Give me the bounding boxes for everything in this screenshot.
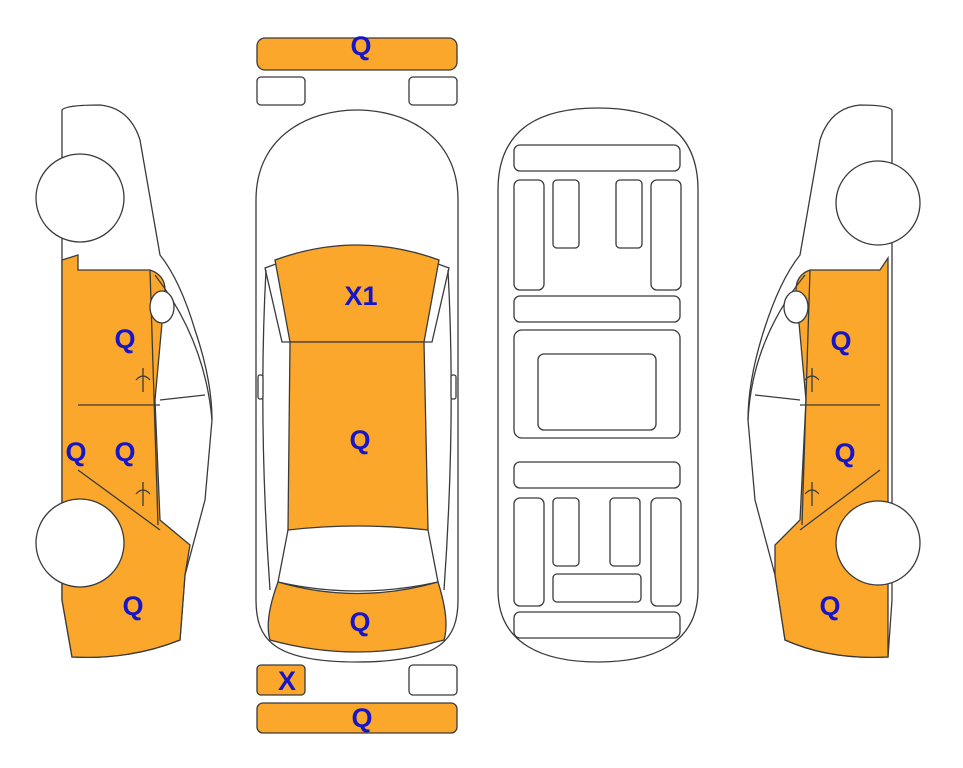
left-door-seam — [77, 469, 161, 531]
roof-label: Q — [349, 425, 370, 455]
under-frame — [513, 179, 545, 291]
hood-panel[interactable] — [274, 244, 440, 343]
rear-left-small-label: X — [278, 666, 296, 696]
under-frame — [513, 611, 681, 639]
under-frame — [650, 179, 682, 291]
right-pillar — [801, 269, 811, 526]
rear-left-small-panel[interactable] — [256, 664, 306, 696]
under-frame — [552, 179, 580, 249]
right-window-line — [747, 274, 806, 421]
left-rear-quarter-label: Q — [122, 591, 143, 621]
under-frame — [513, 295, 681, 323]
right-rear-quarter-label: Q — [819, 591, 840, 621]
left-door-handle — [135, 482, 151, 506]
left-mirror-side — [149, 290, 175, 324]
rear-right-small-panel — [408, 664, 458, 696]
left-rear-door-label: Q — [114, 437, 135, 467]
under-frame — [552, 497, 580, 567]
right-headlight — [408, 76, 458, 106]
left-side-line — [262, 269, 271, 591]
rear-window — [277, 525, 439, 592]
right-front-door-label: Q — [830, 326, 851, 356]
damage-labels: Q X1 Q Q X Q Q Q Q Q Q Q Q — [65, 31, 855, 733]
under-frame — [537, 353, 657, 431]
left-window-line — [154, 274, 213, 421]
right-door-handle — [804, 368, 820, 392]
rear-bumper-label: Q — [351, 703, 372, 733]
under-frame — [609, 497, 641, 567]
front-bumper-label: Q — [350, 31, 371, 61]
hood-label: X1 — [344, 281, 377, 311]
left-side-view — [35, 104, 213, 659]
left-front-wheel — [35, 153, 125, 243]
left-window-line — [159, 394, 206, 401]
right-rear-wheel — [835, 500, 921, 586]
under-frame — [513, 144, 681, 172]
left-rear-wheel — [35, 498, 125, 588]
right-rear-door-label: Q — [834, 438, 855, 468]
under-frame — [513, 461, 681, 489]
left-front-door-label: Q — [114, 324, 135, 354]
top-view — [255, 37, 459, 734]
left-sill-label: Q — [65, 437, 86, 467]
front-bumper-panel[interactable] — [256, 37, 458, 71]
left-door-handle — [135, 368, 151, 392]
right-mirror-side — [783, 290, 809, 324]
left-mirror — [257, 374, 264, 400]
trunk-lid-label: Q — [349, 607, 370, 637]
under-frame — [513, 497, 545, 607]
right-side-line — [443, 269, 452, 591]
right-door-handle — [804, 482, 820, 506]
right-front-wheel — [835, 160, 921, 246]
right-door-seam — [799, 469, 881, 531]
rear-bumper-panel[interactable] — [256, 702, 458, 734]
under-frame — [615, 179, 643, 249]
right-side-view — [747, 104, 921, 659]
underbody-view — [497, 107, 699, 663]
right-window-line — [754, 394, 801, 401]
left-headlight — [256, 76, 306, 106]
right-mirror — [450, 374, 457, 400]
under-frame — [552, 573, 642, 603]
trunk-lid-panel[interactable] — [267, 581, 447, 653]
under-frame — [650, 497, 682, 607]
